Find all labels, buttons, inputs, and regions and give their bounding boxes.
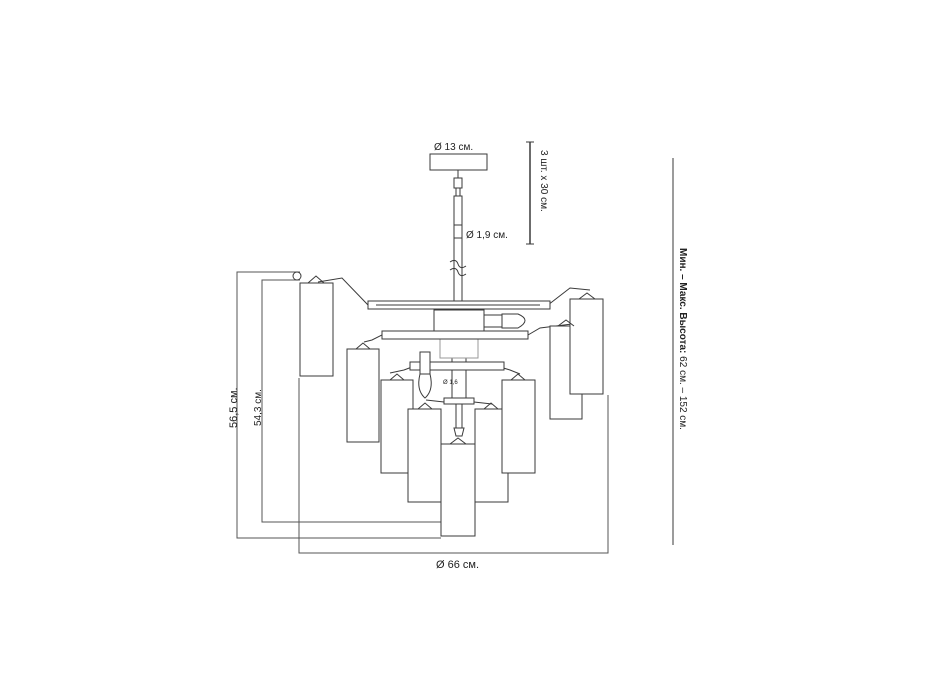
small-diameter-label: Ø 1,6 <box>443 380 458 386</box>
bottom-finial <box>453 427 465 437</box>
height-range-bold: Мин. – Макс. Высота: <box>677 248 688 353</box>
canopy <box>429 153 488 171</box>
rods-label: 3 шт. x 30 см. <box>538 150 549 212</box>
width-dimension <box>298 378 609 554</box>
shade-4 <box>407 408 442 503</box>
arm-left-outer <box>317 277 369 306</box>
height-inner-dimension <box>261 279 441 523</box>
rod-diameter-label: Ø 1,9 см. <box>466 230 508 241</box>
height-inner-label: 54,3 см. <box>253 389 264 426</box>
suspension-rod <box>453 195 463 305</box>
height-outer-dimension <box>236 271 441 539</box>
height-range-label: Мин. – Макс. Высота: 62 см. – 152 см. <box>677 248 688 430</box>
shade-9 <box>569 298 604 395</box>
lower-hub <box>443 397 475 405</box>
arm-left-tier2 <box>363 334 383 343</box>
central-hub <box>433 309 485 333</box>
shade-7 <box>501 379 536 474</box>
shade-1 <box>299 282 334 377</box>
height-range-value: 62 см. – 152 см. <box>677 353 688 430</box>
arm-right-outer <box>547 287 591 306</box>
rod-break <box>449 259 467 277</box>
width-label: Ø 66 см. <box>436 559 479 571</box>
hook <box>453 170 463 196</box>
shade-5 <box>440 443 476 537</box>
bulb-right <box>501 313 526 329</box>
crossbar-3 <box>409 361 505 371</box>
arm-left-tier3 <box>389 366 413 374</box>
bulb-left <box>418 373 432 399</box>
height-outer-label: 56,5 см. <box>228 387 240 428</box>
canopy-diameter-label: Ø 13 см. <box>434 142 473 153</box>
arm-right-tier2 <box>527 323 573 336</box>
shade-2 <box>346 348 380 443</box>
crossbar-2 <box>381 330 529 340</box>
